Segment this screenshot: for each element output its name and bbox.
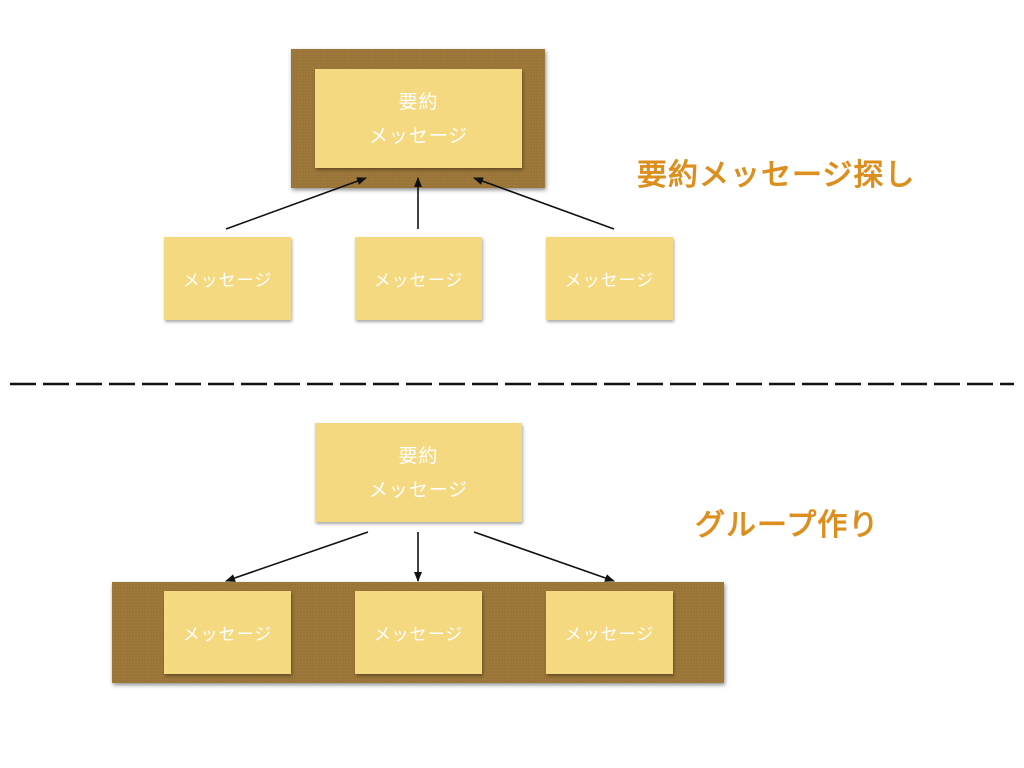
arrow-bottom-left [225, 531, 369, 582]
section-divider [10, 382, 1014, 386]
top-message-card-3: メッセージ [546, 237, 673, 320]
top-summary-label-line2: メッセージ [368, 124, 469, 147]
bottom-message-label-2: メッセージ [373, 625, 464, 645]
bottom-message-card-3: メッセージ [546, 591, 673, 674]
top-message-card-2: メッセージ [355, 237, 482, 320]
arrow-bottom-right [473, 531, 615, 582]
top-section-heading: 要約メッセージ探し [637, 158, 916, 193]
bottom-summary-card: 要約 メッセージ [315, 423, 522, 522]
top-message-card-1: メッセージ [164, 237, 291, 320]
top-message-label-3: メッセージ [564, 271, 655, 291]
bottom-message-label-3: メッセージ [564, 625, 655, 645]
top-message-label-1: メッセージ [182, 271, 273, 291]
bottom-section-heading: グループ作り [695, 508, 880, 543]
arrow-top-left [225, 177, 367, 230]
bottom-message-label-1: メッセージ [182, 625, 273, 645]
top-summary-card: 要約 メッセージ [315, 69, 522, 168]
arrow-top-right [473, 177, 615, 230]
top-message-label-2: メッセージ [373, 271, 464, 291]
bottom-message-card-1: メッセージ [164, 591, 291, 674]
bottom-summary-label-line2: メッセージ [368, 478, 469, 501]
bottom-summary-label-line1: 要約 [398, 444, 439, 467]
bottom-message-card-2: メッセージ [355, 591, 482, 674]
top-summary-label-line1: 要約 [398, 90, 439, 113]
